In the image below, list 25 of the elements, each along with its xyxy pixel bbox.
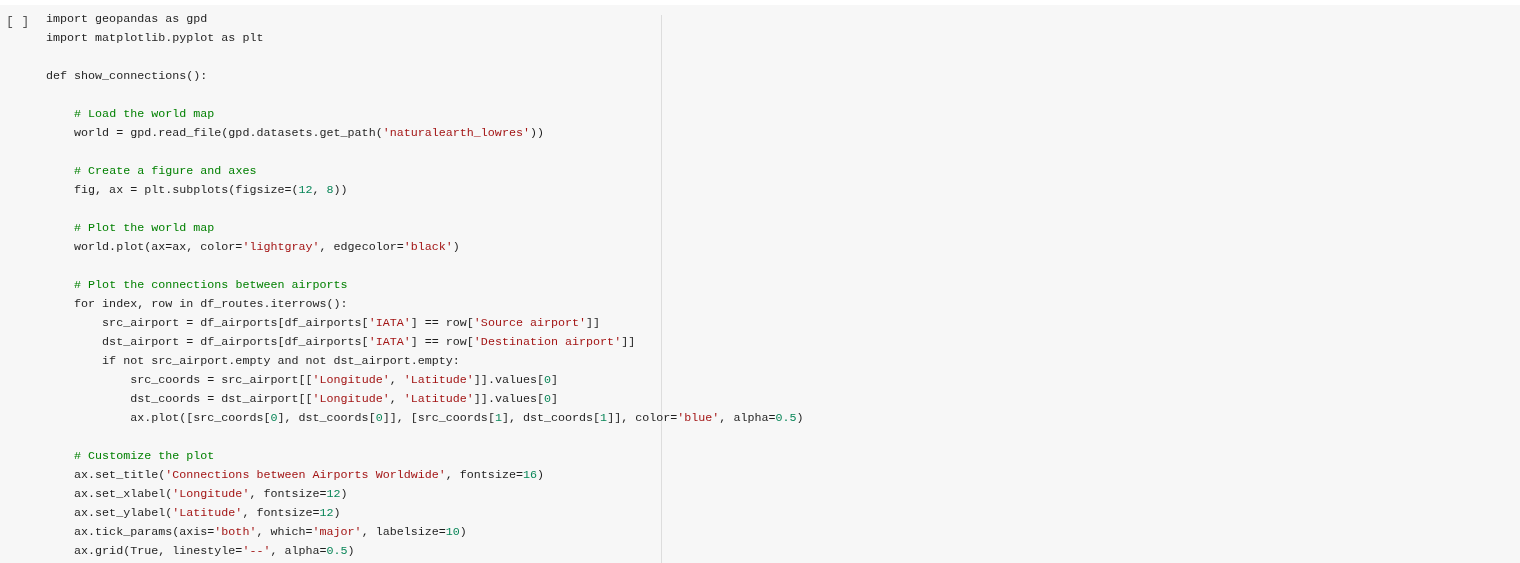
code-line: ax.plot([src_coords[0], dst_coords[0]], [src_coords[1], dst_coords[1]], color='blue', alpha=0.5) bbox=[129, 410, 804, 427]
code-line: fig, ax = plt.subplots(figsize=(12, 8)) bbox=[73, 182, 348, 199]
code-line: import matplotlib.pyplot as plt bbox=[46, 30, 264, 47]
code-line: ax.set_title('Connections between Airports Worldwide', fontsize=16) bbox=[73, 467, 544, 484]
run-indicator: [ ] bbox=[6, 13, 30, 31]
code-line: ax.set_ylabel('Latitude', fontsize=12) bbox=[73, 505, 341, 522]
code-line: ax.grid(True, linestyle='--', alpha=0.5) bbox=[73, 543, 355, 560]
code-line: # Plot the world map bbox=[73, 220, 215, 237]
code-line: dst_airport = df_airports[df_airports['IATA'] == row['Destination airport']] bbox=[101, 334, 636, 351]
code-line: src_coords = src_airport[['Longitude', 'Latitude']].values[0] bbox=[129, 372, 559, 389]
code-line: dst_coords = dst_airport[['Longitude', 'Latitude']].values[0] bbox=[129, 391, 559, 408]
code-line: src_airport = df_airports[df_airports['IATA'] == row['Source airport']] bbox=[101, 315, 601, 332]
code-line: ax.set_xlabel('Longitude', fontsize=12) bbox=[73, 486, 348, 503]
code-line: # Plot the connections between airports bbox=[73, 277, 348, 294]
code-line: world = gpd.read_file(gpd.datasets.get_path('naturalearth_lowres')) bbox=[73, 125, 544, 142]
code-line: def show_connections(): bbox=[46, 68, 208, 85]
code-line: if not src_airport.empty and not dst_airport.empty: bbox=[101, 353, 460, 370]
code-cell bbox=[0, 5, 1520, 563]
code-line: import geopandas as gpd bbox=[46, 11, 208, 28]
code-line: world.plot(ax=ax, color='lightgray', edgecolor='black') bbox=[73, 239, 460, 256]
code-line: for index, row in df_routes.iterrows(): bbox=[73, 296, 348, 313]
code-line: # Customize the plot bbox=[73, 448, 215, 465]
code-line: # Create a figure and axes bbox=[73, 163, 257, 180]
code-line: ax.tick_params(axis='both', which='major', labelsize=10) bbox=[73, 524, 467, 541]
code-line: # Load the world map bbox=[73, 106, 215, 123]
